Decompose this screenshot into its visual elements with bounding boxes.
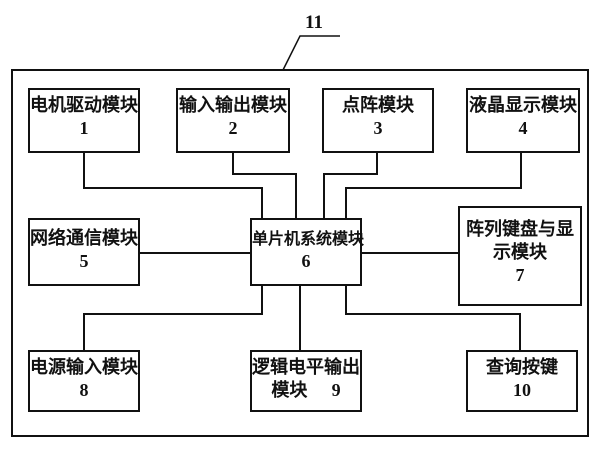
module-name: 网络通信模块	[30, 228, 138, 249]
module-name: 点阵模块	[342, 95, 414, 116]
module-number: 9	[331, 380, 341, 400]
link-6-8	[83, 286, 263, 350]
module-name-line2: 模块 9	[252, 379, 360, 402]
module-name: 查询按键	[486, 357, 558, 378]
module-number: 10	[513, 380, 531, 400]
module-number: 2	[228, 118, 238, 138]
link-2-6	[232, 153, 297, 218]
dot-matrix-module: 点阵模块 3	[322, 88, 434, 153]
query-button-module: 查询按键 10	[466, 350, 578, 412]
module-number: 1	[79, 118, 89, 138]
module-name: 电机驱动模块	[30, 95, 138, 116]
ref-11-leader	[282, 35, 340, 71]
power-input-module: 电源输入模块 8	[28, 350, 140, 412]
module-name-line1: 阵列键盘与显	[466, 219, 574, 240]
module-name-line1: 逻辑电平输出	[252, 357, 360, 378]
network-comm-module: 网络通信模块 5	[28, 218, 140, 286]
module-number: 3	[373, 118, 383, 138]
mcu-system-module: 单片机系统模块 6	[250, 218, 365, 286]
module-name: 电源输入模块	[30, 357, 138, 378]
module-number: 8	[79, 380, 89, 400]
link-6-10	[345, 286, 521, 350]
link-4-6	[345, 153, 522, 218]
link-1-6	[83, 153, 263, 218]
logic-level-output-module: 逻辑电平输出 模块 9	[250, 350, 362, 412]
link-3-6	[323, 153, 378, 218]
module-name: 单片机系统模块	[252, 229, 365, 248]
lcd-display-module: 液晶显示模块 4	[466, 88, 580, 153]
keypad-display-module: 阵列键盘与显 示模块 7	[458, 206, 582, 306]
system-frame	[11, 69, 589, 437]
module-number: 6	[301, 251, 311, 271]
motor-drive-module: 电机驱动模块 1	[28, 88, 140, 153]
module-name-line2-text: 模块	[271, 380, 308, 401]
module-number: 7	[515, 265, 525, 285]
system-ref-number: 11	[305, 12, 323, 33]
module-number: 5	[79, 251, 89, 271]
module-name: 液晶显示模块	[469, 95, 577, 116]
module-number: 4	[518, 118, 528, 138]
module-name-line2: 示模块	[493, 242, 547, 263]
io-module: 输入输出模块 2	[176, 88, 290, 153]
module-name: 输入输出模块	[179, 95, 287, 116]
